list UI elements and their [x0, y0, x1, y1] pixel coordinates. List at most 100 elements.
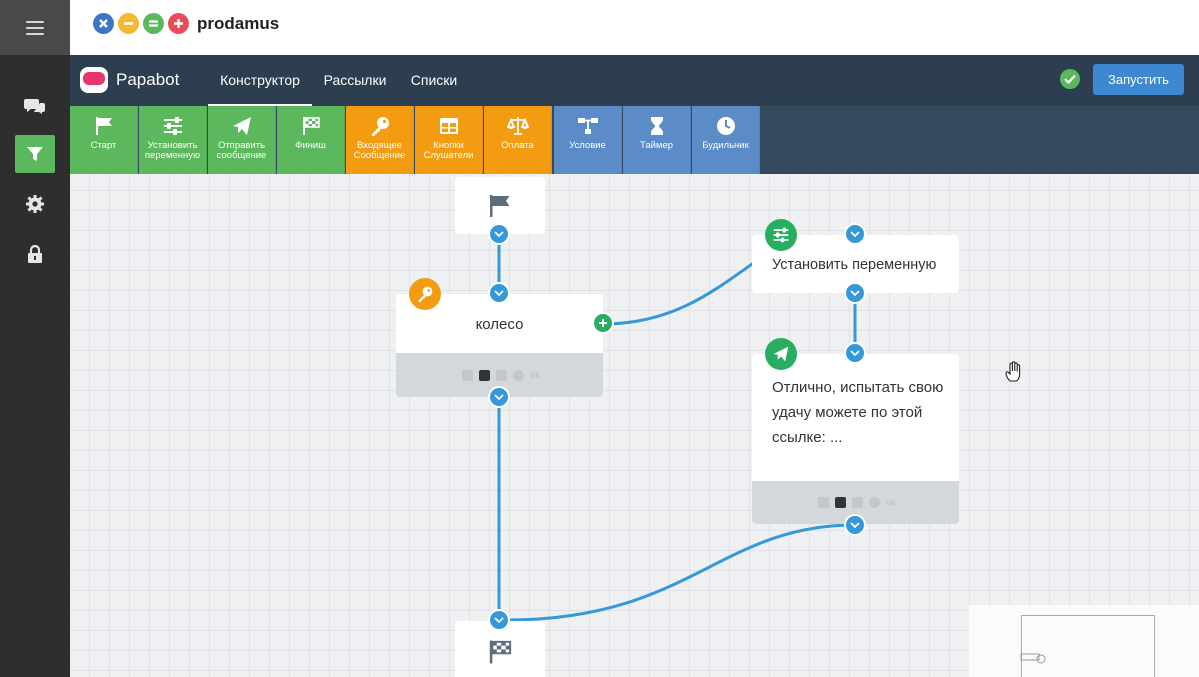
finish-node-input-port[interactable] — [488, 609, 510, 631]
palette-label: Будильник — [702, 140, 749, 151]
palette-label: Отправить сообщение — [216, 140, 267, 161]
flag-icon — [95, 117, 112, 135]
sidebar-item-security[interactable] — [15, 235, 55, 273]
flag-icon — [490, 195, 510, 217]
menu-toggle-button[interactable] — [0, 0, 70, 55]
connection-message-finish — [508, 523, 857, 622]
main-nav: Papabot Конструктор Рассылки Списки Запу… — [70, 55, 1199, 106]
left-sidebar — [0, 0, 70, 677]
sitemap-icon — [577, 118, 598, 134]
tab-lists[interactable]: Списки — [410, 72, 458, 88]
key-badge-icon — [409, 278, 441, 310]
check-circle-icon — [1060, 69, 1080, 89]
minimap-preview-icon — [1020, 653, 1046, 664]
app-logo[interactable]: Papabot — [80, 67, 179, 93]
input-node-input-port[interactable] — [488, 282, 510, 304]
chat-icon — [24, 99, 45, 114]
brand-logo[interactable]: prodamus — [93, 13, 279, 34]
message-node-output-port[interactable] — [844, 514, 866, 536]
chevron-down-icon — [494, 393, 504, 400]
sidebar-item-funnel[interactable] — [15, 135, 55, 173]
palette-label: Старт — [90, 140, 117, 151]
paper-plane-icon — [232, 117, 251, 135]
chevron-down-icon — [494, 616, 504, 623]
chevron-down-icon — [850, 349, 860, 356]
brand-name: prodamus — [197, 13, 280, 33]
lock-icon — [28, 244, 42, 263]
setvar-node-input-port[interactable] — [844, 223, 866, 245]
incoming-message-node[interactable]: колесо vk — [396, 294, 603, 397]
palette-label: Условие — [569, 140, 606, 151]
checkered-flag-icon — [489, 640, 512, 664]
connections-layer — [497, 242, 857, 622]
tab-constructor[interactable]: Конструктор — [208, 55, 312, 106]
telegram-icon — [512, 369, 524, 381]
palette-alarm[interactable]: Будильник — [692, 106, 760, 174]
telegram-icon — [868, 497, 880, 508]
chevron-down-icon — [494, 289, 504, 296]
palette-timer[interactable]: Таймер — [623, 106, 691, 174]
key-icon — [371, 117, 389, 136]
palette-label: Кнопки Слушатели — [423, 140, 474, 161]
vk-icon: vk — [885, 497, 896, 508]
plus-icon — [599, 319, 607, 327]
chevron-down-icon — [494, 230, 504, 237]
message-node-input-port[interactable] — [844, 342, 866, 364]
run-button[interactable]: Запустить — [1093, 64, 1184, 95]
instagram-icon — [834, 497, 846, 508]
sliders-icon — [163, 117, 182, 135]
instagram-icon — [478, 369, 490, 381]
gear-icon — [26, 195, 44, 213]
sliders-badge-icon — [765, 219, 797, 251]
hourglass-icon — [650, 117, 663, 135]
facebook-icon — [461, 369, 473, 381]
palette-label: Таймер — [639, 140, 674, 151]
palette-set-variable[interactable]: Установить переменную — [139, 106, 207, 174]
filter-icon — [27, 147, 43, 161]
setvar-node-output-port[interactable] — [844, 282, 866, 304]
logo-plus-icon — [168, 13, 189, 34]
tab-mailings[interactable]: Рассылки — [323, 72, 387, 88]
minimap-viewport[interactable] — [1021, 615, 1155, 677]
hand-cursor-icon — [1005, 361, 1021, 382]
facebook-icon — [817, 497, 829, 508]
node-label: Установить переменную — [772, 257, 937, 273]
top-bar: prodamus — [70, 0, 1199, 55]
input-node-output-port[interactable] — [488, 386, 510, 408]
minimap[interactable] — [969, 605, 1199, 677]
node-label: колесо — [475, 316, 524, 333]
flow-canvas[interactable]: колесо vk Установить переменную Отлично,… — [70, 174, 1199, 677]
papabot-logo-icon — [80, 67, 108, 93]
sidebar-item-settings[interactable] — [15, 185, 55, 223]
viber-icon — [851, 497, 863, 508]
message-text: Отлично, испытать свою удачу можете по э… — [772, 379, 944, 446]
palette-label: Финиш — [295, 140, 326, 151]
paper-plane-badge-icon — [765, 338, 797, 370]
palette-start[interactable]: Старт — [70, 106, 138, 174]
app-name: Papabot — [116, 70, 180, 89]
sidebar-item-chats[interactable] — [15, 87, 55, 125]
palette-payment[interactable]: Оплата — [484, 106, 552, 174]
logo-x-icon — [93, 13, 114, 34]
chevron-down-icon — [850, 521, 860, 528]
checkered-flag-icon — [302, 117, 320, 135]
palette-listener-buttons[interactable]: Кнопки Слушатели — [415, 106, 483, 174]
send-message-node[interactable]: Отлично, испытать свою удачу можете по э… — [752, 354, 959, 524]
palette-incoming-message[interactable]: Входящее Сообщение — [346, 106, 414, 174]
palette-condition[interactable]: Условие — [554, 106, 622, 174]
input-node-add-port[interactable] — [592, 312, 614, 334]
connection-input-setvar — [601, 262, 754, 326]
vk-icon: vk — [529, 370, 540, 380]
chevron-down-icon — [850, 289, 860, 296]
start-node-output-port[interactable] — [488, 223, 510, 245]
palette-label: Оплата — [501, 140, 534, 151]
table-icon — [439, 118, 458, 134]
scales-icon — [506, 117, 529, 135]
viber-icon — [495, 369, 507, 381]
clock-icon — [716, 117, 735, 135]
logo-minus-icon — [118, 13, 139, 34]
palette-finish[interactable]: Финиш — [277, 106, 345, 174]
palette-send-message[interactable]: Отправить сообщение — [208, 106, 276, 174]
palette-label: Входящее Сообщение — [353, 140, 406, 161]
palette-label: Установить переменную — [144, 140, 201, 161]
